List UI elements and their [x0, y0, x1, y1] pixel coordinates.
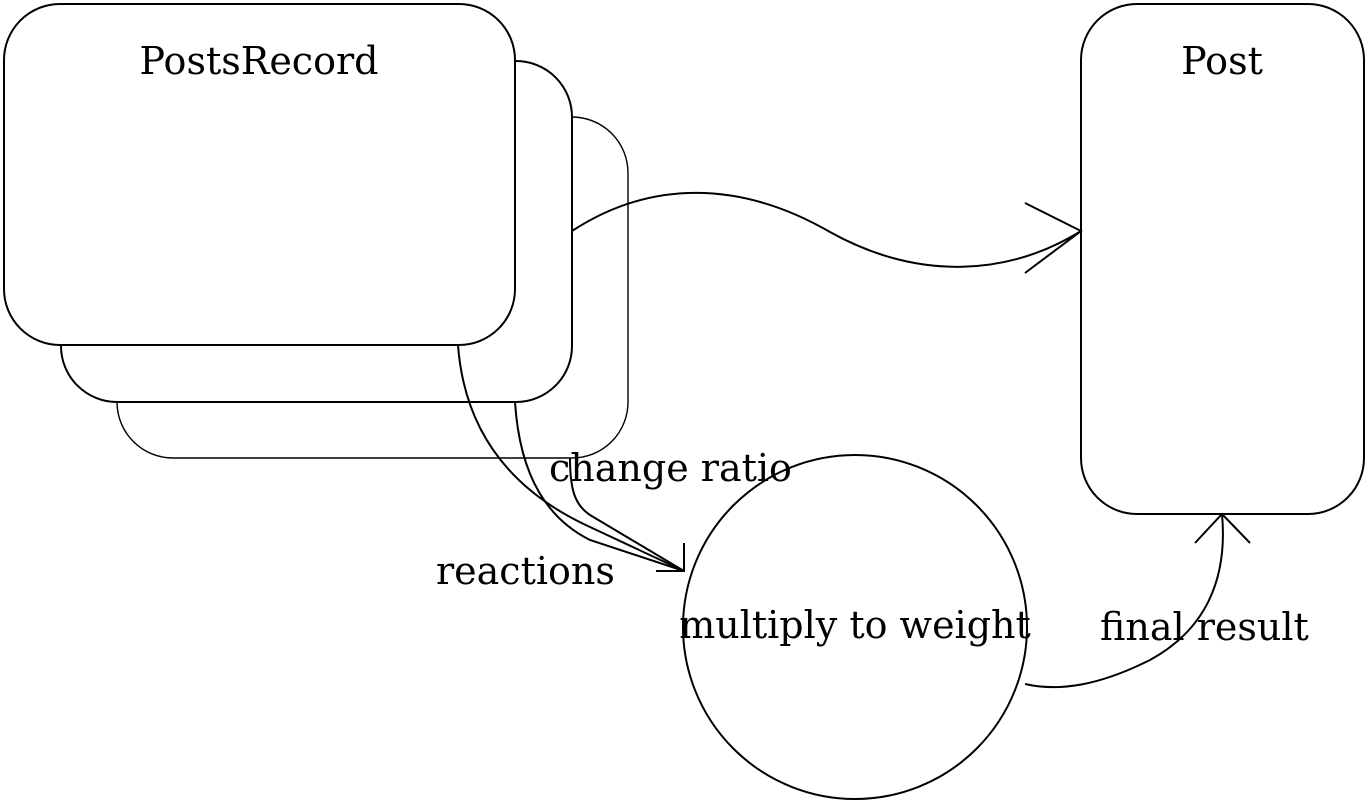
records-to-post-arrowhead — [1024, 202, 1083, 274]
reactions-edge-front — [457, 344, 685, 572]
post-label: Post — [1181, 39, 1263, 83]
multiply-input-arrowhead — [656, 543, 685, 572]
posts-record-label: PostsRecord — [140, 39, 379, 83]
multiply-label: multiply to weight — [679, 603, 1031, 647]
final-result-arrowhead — [1194, 512, 1251, 544]
change-ratio-edge — [569, 457, 685, 572]
posts-record-card-front — [3, 3, 516, 346]
reactions-label: reactions — [436, 549, 615, 593]
final-result-edge — [1024, 513, 1224, 689]
final-result-label: final result — [1100, 605, 1309, 649]
records-to-post-edge — [571, 191, 1082, 268]
multiply-node — [682, 454, 1028, 800]
reactions-edge-middle — [514, 401, 685, 572]
change-ratio-label: change ratio — [549, 446, 792, 490]
